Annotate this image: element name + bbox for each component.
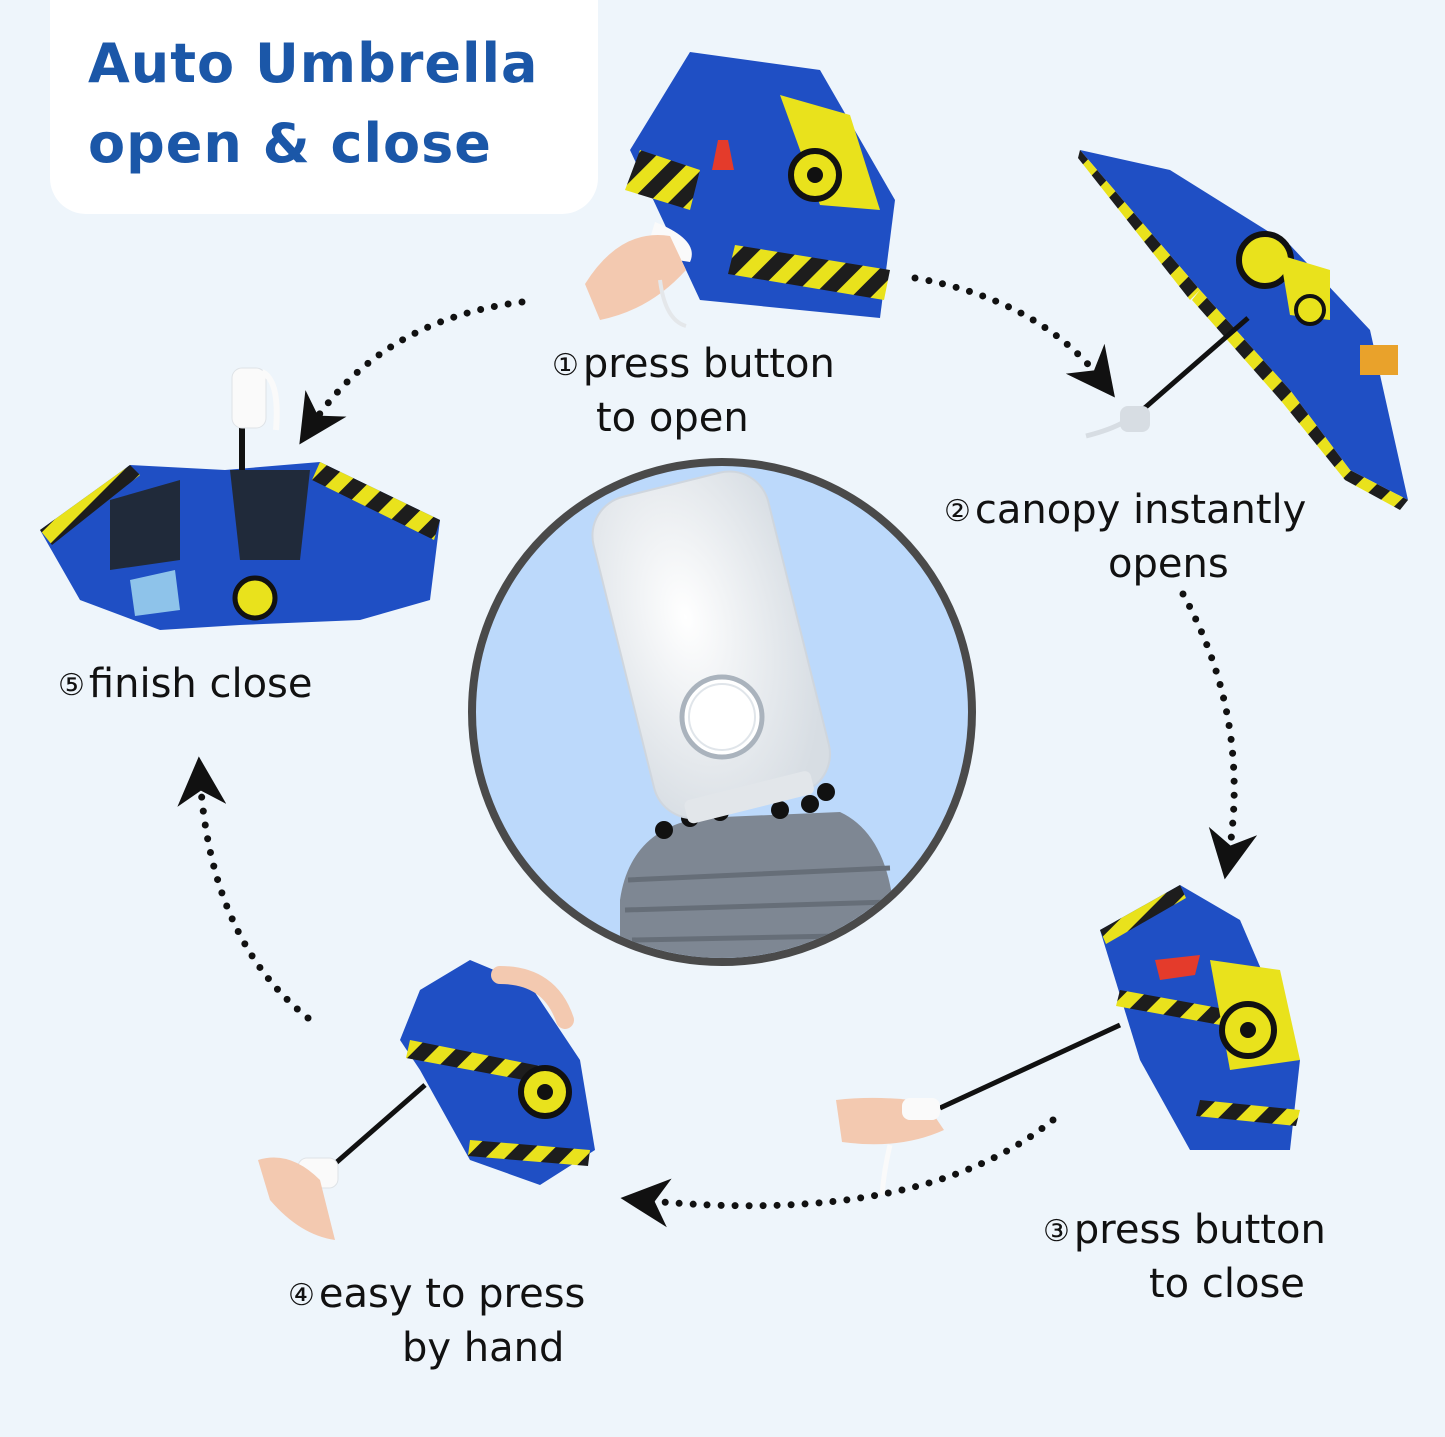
step-1-number: ① xyxy=(552,348,579,383)
step1-umbrella-image xyxy=(585,52,895,328)
step-1-line2: to open xyxy=(596,395,749,441)
title-line-1: Auto Umbrella xyxy=(88,32,539,95)
step-3-number: ③ xyxy=(1043,1214,1070,1249)
step4-umbrella-image xyxy=(258,960,595,1240)
arrow-step2-to-step3 xyxy=(1179,590,1258,880)
title-card xyxy=(50,0,598,214)
step-3-line1: press button xyxy=(1073,1207,1326,1253)
cycle-arrows xyxy=(177,274,1258,1228)
title-line-2: open & close xyxy=(88,112,492,175)
arrow-step1-to-step2 xyxy=(911,274,1115,398)
step-5-number: ⑤ xyxy=(58,668,85,703)
step2-umbrella-image xyxy=(1078,150,1408,510)
step-2-number: ② xyxy=(944,494,971,529)
step-4-line1: easy to press xyxy=(318,1271,586,1317)
step-5-line1: finish close xyxy=(88,661,313,707)
open-close-button-icon xyxy=(679,674,765,760)
step5-umbrella-image xyxy=(40,367,440,630)
step-2-line2: opens xyxy=(1108,541,1229,587)
handle-closeup xyxy=(468,458,976,966)
arrow-step5-to-step1 xyxy=(299,298,526,445)
step-1-line1: press button xyxy=(582,341,835,387)
step-4-number: ④ xyxy=(288,1278,315,1313)
step-3-line2: to close xyxy=(1149,1261,1305,1307)
step-2-line1: canopy instantly xyxy=(974,487,1307,533)
step-4-line2: by hand xyxy=(402,1325,565,1371)
step3-umbrella-image xyxy=(836,885,1300,1196)
arrow-step4-to-step5 xyxy=(177,756,312,1022)
